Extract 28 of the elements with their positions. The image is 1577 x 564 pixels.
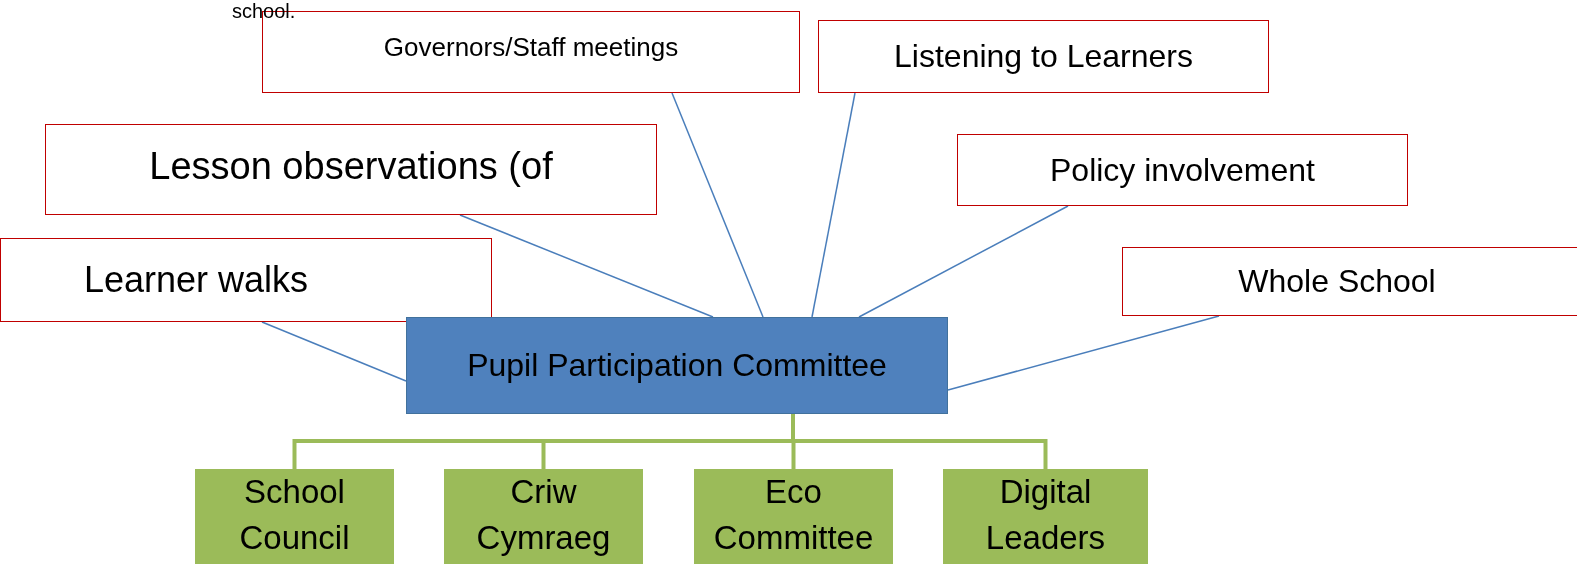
leader-line [671,92,764,318]
activity-box [45,124,657,215]
box-label: Criw Cymraeg [475,472,612,558]
connector-line [791,414,1048,469]
leader-line [811,92,856,318]
box-label: Whole School [1238,263,1436,300]
group-box [444,469,643,564]
box-label: Governors/Staff meetings [383,32,679,63]
group-box [694,469,893,564]
leader-line [947,315,1220,391]
committee-box [406,317,948,414]
box-label: Digital Leaders [984,472,1107,558]
box-label: Pupil Participation Committee [467,347,887,384]
activity-box [957,134,1408,206]
group-box [943,469,1148,564]
activity-box [0,238,492,322]
activity-box [1122,247,1577,316]
note-text: school. [232,0,296,22]
box-label: Listening to Learners [894,38,1193,75]
group-box [195,469,394,564]
activity-box [818,20,1269,93]
box-label: Eco Committee [712,472,875,558]
box-label: Lesson observations (of [149,145,553,188]
leader-line [858,205,1069,318]
leader-line [261,321,407,382]
box-label: School Council [238,472,351,558]
box-label: Learner walks [83,259,309,301]
box-label: Policy involvement [1050,151,1315,189]
